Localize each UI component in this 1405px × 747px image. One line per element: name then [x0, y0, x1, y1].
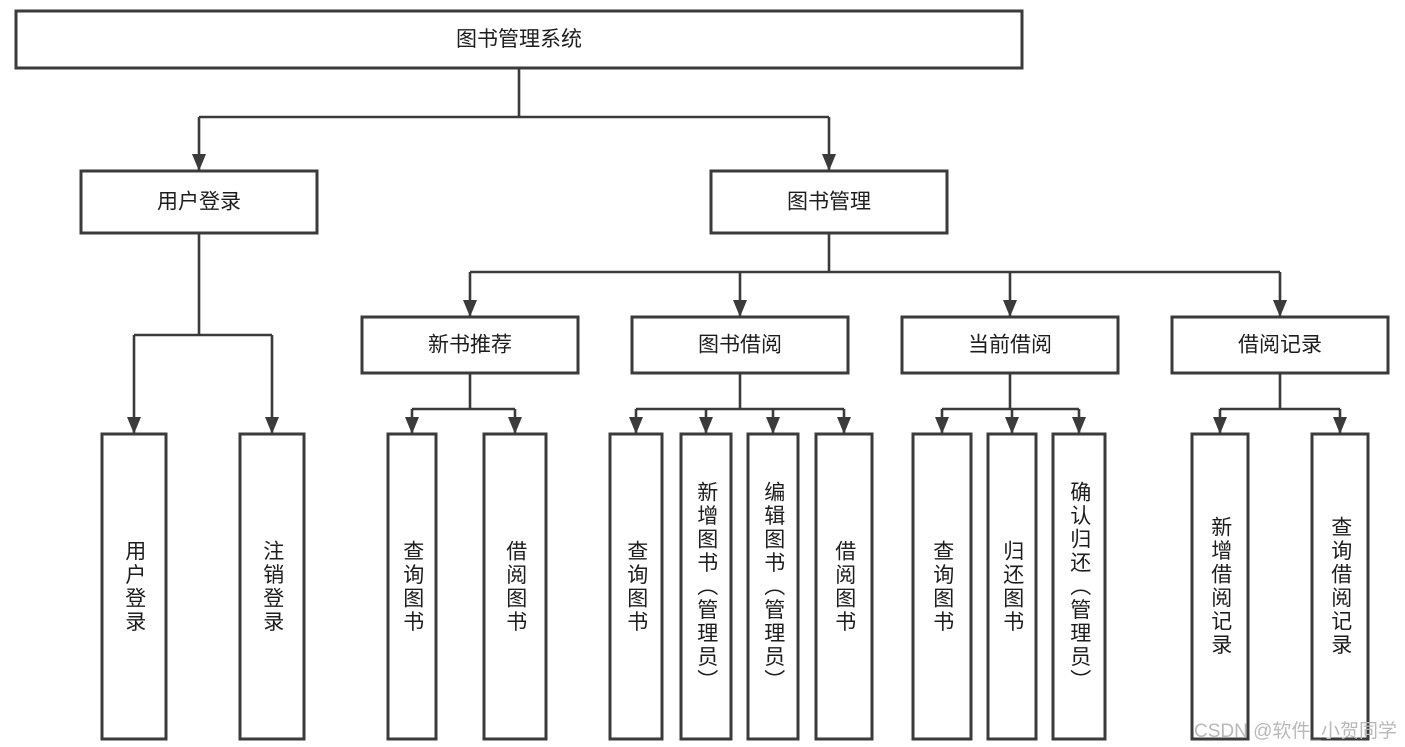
arrow-head — [1333, 417, 1347, 434]
node-查询图书-leaf-4[interactable] — [608, 432, 664, 741]
node-新书推荐-l3-0-label: 新书推荐 — [428, 334, 512, 357]
node-查询图书-leaf-8[interactable] — [911, 432, 973, 741]
node-用户登录-l2-0-label: 用户登录 — [157, 191, 241, 214]
node-layer — [14, 9, 1390, 741]
node-归还图书-leaf-9[interactable] — [986, 432, 1038, 741]
arrow-head — [463, 300, 477, 317]
node-用户登录-leaf-0[interactable] — [100, 432, 168, 741]
arrow-head — [699, 417, 713, 434]
node-查询借阅记录-leaf-12[interactable] — [1310, 432, 1370, 741]
arrow-head — [508, 417, 522, 434]
arrow-head — [1072, 417, 1086, 434]
node-图书管理-l2-1[interactable] — [709, 169, 949, 235]
arrow-head — [629, 417, 643, 434]
arrow-head — [1003, 300, 1017, 317]
node-借阅图书-leaf-3[interactable] — [482, 432, 548, 741]
node-新增借阅记录-leaf-11[interactable] — [1190, 432, 1250, 741]
node-图书借阅-l3-1-label: 图书借阅 — [698, 334, 782, 357]
arrow-head — [1273, 300, 1287, 317]
node-确认归还管理员-leaf-10[interactable] — [1051, 432, 1107, 741]
arrow-head — [766, 417, 780, 434]
node-新增图书管理员-leaf-5[interactable] — [679, 432, 733, 741]
arrow-head — [127, 417, 141, 434]
node-用户登录-l2-0[interactable] — [79, 169, 319, 235]
node-借阅记录-l3-3-label: 借阅记录 — [1238, 334, 1322, 357]
node-图书管理-l2-1-label: 图书管理 — [787, 191, 871, 214]
node-root-system[interactable] — [14, 9, 1024, 70]
node-编辑图书管理员-leaf-6[interactable] — [746, 432, 800, 741]
node-当前借阅-l3-2[interactable] — [900, 315, 1120, 375]
connector-layer — [127, 68, 1347, 434]
arrow-head — [1005, 417, 1019, 434]
arrow-head — [935, 417, 949, 434]
node-新书推荐-l3-0[interactable] — [360, 315, 580, 375]
csdn-watermark: CSDN @软件_小贺同学 — [1194, 721, 1397, 742]
node-图书借阅-l3-1[interactable] — [630, 315, 850, 375]
node-借阅记录-l3-3[interactable] — [1170, 315, 1390, 375]
node-root-system-label: 图书管理系统 — [456, 28, 582, 51]
arrow-head — [822, 154, 836, 171]
node-查询图书-leaf-2[interactable] — [386, 432, 438, 741]
arrow-head — [733, 300, 747, 317]
node-注销登录-leaf-1[interactable] — [238, 432, 306, 741]
node-当前借阅-l3-2-label: 当前借阅 — [968, 334, 1052, 357]
arrow-head — [265, 417, 279, 434]
arrow-head — [1213, 417, 1227, 434]
arrow-head — [405, 417, 419, 434]
node-借阅图书-leaf-7[interactable] — [814, 432, 874, 741]
arrow-head — [837, 417, 851, 434]
arrow-head — [192, 154, 206, 171]
